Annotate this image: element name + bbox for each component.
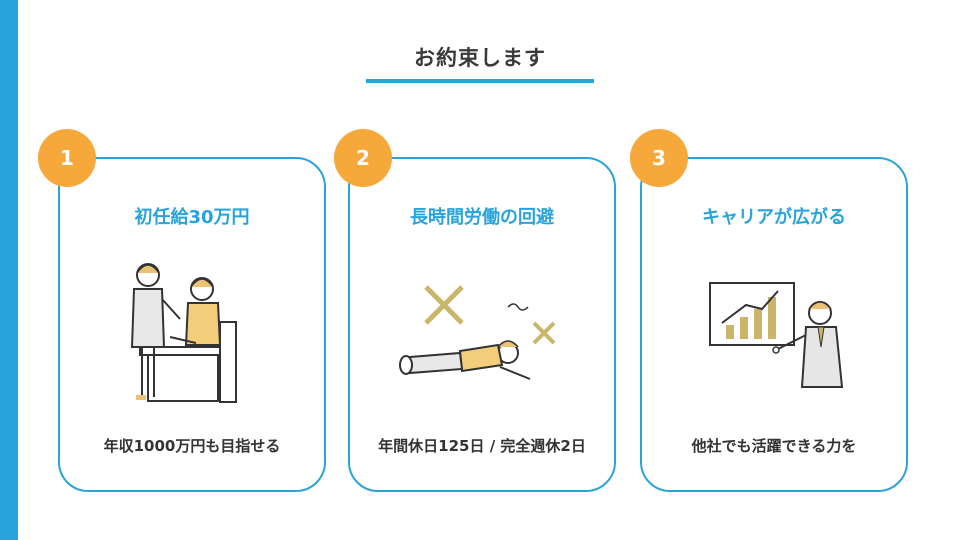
card-1: 初任給30万円 年収1000万円も目指せる [58, 157, 326, 492]
card-1-heading: 初任給30万円 [134, 207, 250, 228]
card-2: 長時間労働の回避 年間休日125日 / 完全週休2日 [348, 157, 616, 492]
card-1-description: 年収1000万円も目指せる [103, 437, 281, 455]
page-title: お約束します [414, 46, 546, 70]
businessman-chart-illustration [709, 282, 844, 388]
card-2-heading: 長時間労働の回避 [410, 207, 554, 228]
left-accent-bar [0, 0, 18, 540]
card-3: キャリアが広がる 他社でも活躍できる力を [640, 157, 908, 492]
badge-2: 2 [334, 129, 392, 187]
badge-1: 1 [38, 129, 96, 187]
card-3-heading: キャリアが広がる [702, 207, 846, 228]
badge-3: 3 [630, 129, 688, 187]
card-2-description: 年間休日125日 / 完全週休2日 [378, 437, 586, 455]
title-underline [366, 79, 594, 83]
card-3-description: 他社でも活躍できる力を [691, 437, 857, 455]
teacher-and-student-illustration [130, 263, 237, 403]
exhausted-worker-illustration [399, 285, 556, 380]
